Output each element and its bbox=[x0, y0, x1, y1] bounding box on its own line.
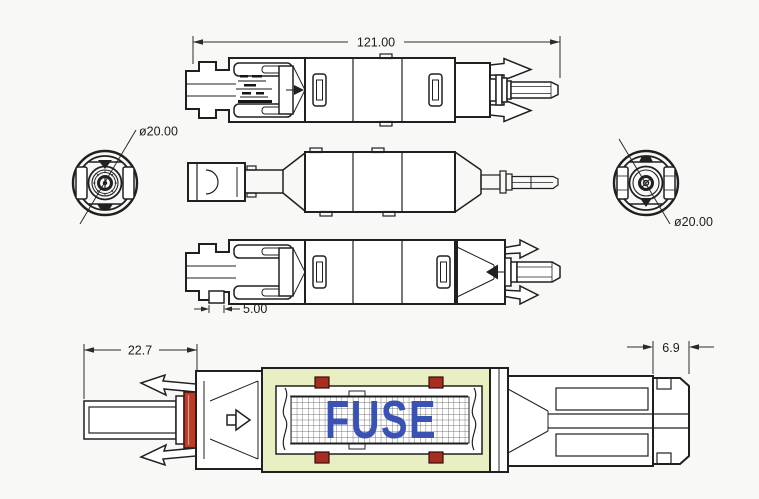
left-diameter-label: ø20.00 bbox=[139, 125, 178, 139]
section-view: 22.7 6.9 bbox=[83, 341, 714, 473]
section-right-label: 6.9 bbox=[662, 341, 679, 355]
body-outline bbox=[304, 151, 456, 213]
break-line bbox=[282, 387, 288, 451]
side-view bbox=[187, 147, 559, 217]
micro-ticks bbox=[93, 170, 117, 196]
tab-offset-label: 5.00 bbox=[243, 302, 267, 316]
dim-section-right: 6.9 bbox=[627, 341, 714, 374]
section-left-label: 22.7 bbox=[128, 344, 152, 358]
male-barrel bbox=[507, 375, 654, 467]
seal-mark bbox=[428, 376, 444, 389]
male-end-cap bbox=[652, 377, 690, 465]
side-slot bbox=[75, 166, 88, 200]
overall-length-label: 121.00 bbox=[357, 36, 395, 50]
dim-arrow-icon bbox=[187, 347, 197, 353]
bottom-view: 5.00 bbox=[185, 238, 561, 316]
insert-arrow-icon bbox=[226, 408, 252, 432]
contact-pin bbox=[516, 261, 561, 283]
dim-arrow-icon bbox=[224, 306, 232, 312]
side-slot bbox=[616, 166, 629, 200]
latch-hole bbox=[428, 73, 443, 107]
top-view: 121.00 bbox=[185, 36, 561, 127]
left-end-view: ø20.00 bbox=[71, 125, 178, 225]
keying-mark bbox=[640, 198, 652, 207]
seal-mark bbox=[314, 451, 330, 464]
dim-arrow-icon bbox=[643, 344, 653, 350]
contact-pin bbox=[511, 175, 559, 190]
dim-arrow-right-icon bbox=[550, 39, 560, 45]
fuse-grid bbox=[291, 397, 469, 443]
right-diameter-label: ø20.00 bbox=[674, 215, 713, 229]
unlock-arrow-icon bbox=[486, 264, 504, 280]
dim-arrow-left-icon bbox=[193, 39, 203, 45]
unlock-arrow-icon bbox=[286, 85, 304, 95]
index-tab bbox=[208, 290, 225, 304]
dim-tab-offset: 5.00 bbox=[194, 302, 267, 316]
fuse-label: FUSE bbox=[325, 390, 437, 450]
latch-hole bbox=[312, 255, 327, 289]
right-end-view: ø20.00 bbox=[612, 138, 713, 229]
dim-arrow-icon bbox=[201, 306, 209, 312]
side-slot bbox=[122, 166, 135, 200]
latch-hole bbox=[436, 255, 451, 289]
seal-mark bbox=[428, 451, 444, 464]
keying-mark bbox=[639, 156, 653, 162]
dim-section-left: 22.7 bbox=[83, 344, 198, 399]
body-outline bbox=[304, 239, 456, 305]
dim-arrow-icon bbox=[689, 344, 699, 350]
dim-arrow-icon bbox=[84, 347, 94, 353]
latch-hole bbox=[312, 73, 327, 107]
seal-mark bbox=[314, 376, 330, 389]
o-ring-seal bbox=[183, 391, 197, 449]
side-slot bbox=[663, 166, 676, 200]
micro-annotations bbox=[236, 75, 272, 103]
dim-overall-length: 121.00 bbox=[192, 36, 561, 78]
break-line bbox=[471, 387, 477, 451]
keying-mark bbox=[98, 160, 112, 169]
keying-mark bbox=[97, 204, 113, 210]
